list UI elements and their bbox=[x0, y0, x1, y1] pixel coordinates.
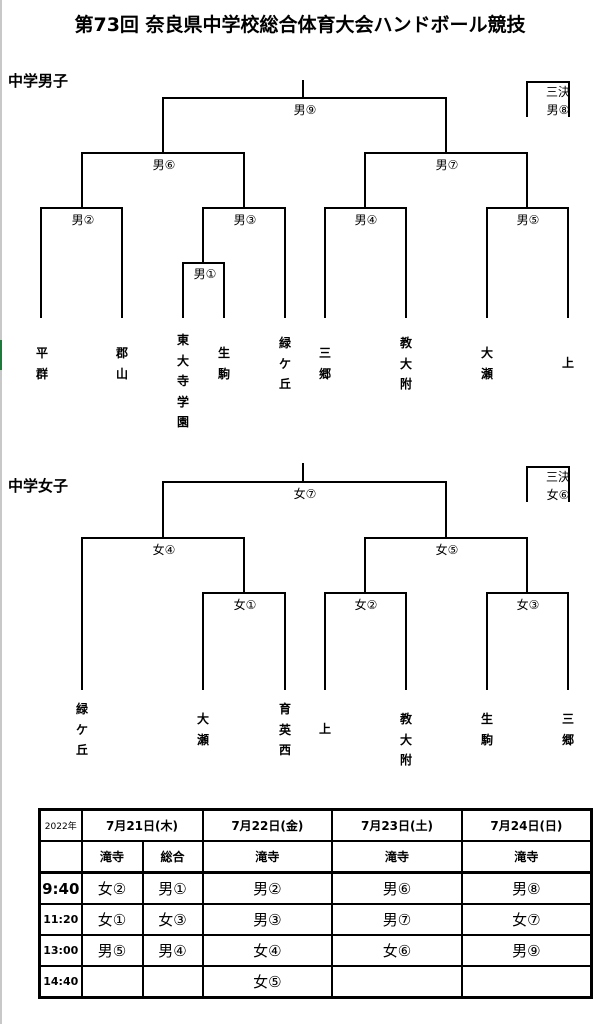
match-label: 男③ bbox=[233, 213, 257, 227]
match-label: 女③ bbox=[516, 598, 540, 612]
venue-cell: 総合 bbox=[141, 840, 204, 874]
match-cell: 男⑤ bbox=[80, 934, 144, 967]
match-cell: 男③ bbox=[201, 903, 334, 936]
date-header: 7月21日(木) bbox=[80, 808, 204, 842]
match-cell bbox=[460, 965, 593, 999]
table-row: 滝寺 総合 滝寺 滝寺 滝寺 bbox=[38, 840, 593, 874]
table-row: 14:40 女⑤ bbox=[38, 965, 593, 999]
left-border bbox=[0, 0, 2, 1024]
match-cell: 男⑨ bbox=[460, 934, 593, 967]
team-name: 大瀬 bbox=[480, 346, 493, 381]
third-place-match: 女⑥ bbox=[546, 488, 570, 502]
team-name: 東大寺学園 bbox=[176, 333, 189, 429]
boys-heading: 中学男子 bbox=[8, 72, 69, 90]
team-name: 生駒 bbox=[480, 712, 493, 747]
venue-cell: 滝寺 bbox=[460, 840, 593, 874]
page-title: 第73回 奈良県中学校総合体育大会ハンドボール競技 bbox=[74, 14, 526, 36]
match-cell: 男⑧ bbox=[460, 871, 593, 905]
team-name: 三郷 bbox=[318, 346, 331, 381]
match-cell: 女③ bbox=[141, 903, 204, 936]
table-row: 2022年 7月21日(木) 7月22日(金) 7月23日(土) 7月24日(日… bbox=[38, 808, 593, 842]
girls-heading: 中学女子 bbox=[8, 477, 69, 495]
venue-cell: 滝寺 bbox=[331, 840, 463, 874]
match-label: 男④ bbox=[354, 213, 378, 227]
match-label: 女⑦ bbox=[293, 487, 317, 501]
time-cell: 13:00 bbox=[38, 934, 83, 967]
left-border-accent bbox=[0, 340, 2, 370]
match-label: 女① bbox=[233, 598, 257, 612]
match-label: 男⑦ bbox=[435, 158, 459, 172]
match-label: 男⑨ bbox=[293, 103, 317, 117]
team-name: 育英西 bbox=[278, 702, 291, 757]
match-label: 男⑤ bbox=[516, 213, 540, 227]
match-label: 男⑥ bbox=[152, 158, 176, 172]
third-place-label: 三決 bbox=[545, 470, 571, 484]
match-label: 女② bbox=[354, 598, 378, 612]
team-name: 教大附 bbox=[399, 336, 412, 391]
match-label: 男② bbox=[71, 213, 95, 227]
team-name: 生駒 bbox=[217, 346, 230, 381]
match-cell: 男⑦ bbox=[331, 903, 463, 936]
match-cell: 男④ bbox=[141, 934, 204, 967]
match-cell: 男② bbox=[201, 871, 334, 905]
time-cell: 14:40 bbox=[38, 965, 83, 999]
team-name: 上 bbox=[561, 356, 574, 370]
match-label: 女⑤ bbox=[435, 543, 459, 557]
team-name: 郡山 bbox=[115, 346, 128, 381]
date-header: 7月23日(土) bbox=[331, 808, 463, 842]
match-label: 女④ bbox=[152, 543, 176, 557]
team-name: 大瀬 bbox=[196, 712, 209, 747]
time-cell: 11:20 bbox=[38, 903, 83, 936]
match-cell: 男① bbox=[141, 871, 204, 905]
empty-cell bbox=[38, 840, 83, 874]
match-cell: 女④ bbox=[201, 934, 334, 967]
match-cell: 女⑤ bbox=[201, 965, 334, 999]
team-name: 上 bbox=[318, 722, 331, 736]
team-name: 平群 bbox=[35, 346, 48, 381]
match-cell: 女② bbox=[80, 871, 144, 905]
match-cell: 女⑥ bbox=[331, 934, 463, 967]
team-name: 三郷 bbox=[561, 712, 574, 747]
date-header: 7月24日(日) bbox=[460, 808, 593, 842]
team-name: 緑ケ丘 bbox=[75, 702, 88, 757]
schedule-table: 2022年 7月21日(木) 7月22日(金) 7月23日(土) 7月24日(日… bbox=[38, 808, 593, 999]
date-header: 7月22日(金) bbox=[201, 808, 334, 842]
match-cell: 女① bbox=[80, 903, 144, 936]
team-name: 緑ケ丘 bbox=[278, 336, 291, 391]
match-cell bbox=[331, 965, 463, 999]
match-cell: 女⑦ bbox=[460, 903, 593, 936]
match-cell: 男⑥ bbox=[331, 871, 463, 905]
match-cell bbox=[141, 965, 204, 999]
year-cell: 2022年 bbox=[38, 808, 83, 842]
time-cell: 9:40 bbox=[38, 871, 83, 905]
match-label: 男① bbox=[193, 267, 217, 281]
venue-cell: 滝寺 bbox=[201, 840, 334, 874]
match-cell bbox=[80, 965, 144, 999]
third-place-match: 男⑧ bbox=[546, 103, 570, 117]
venue-cell: 滝寺 bbox=[80, 840, 144, 874]
third-place-label: 三決 bbox=[545, 85, 571, 99]
team-name: 教大附 bbox=[399, 712, 412, 767]
